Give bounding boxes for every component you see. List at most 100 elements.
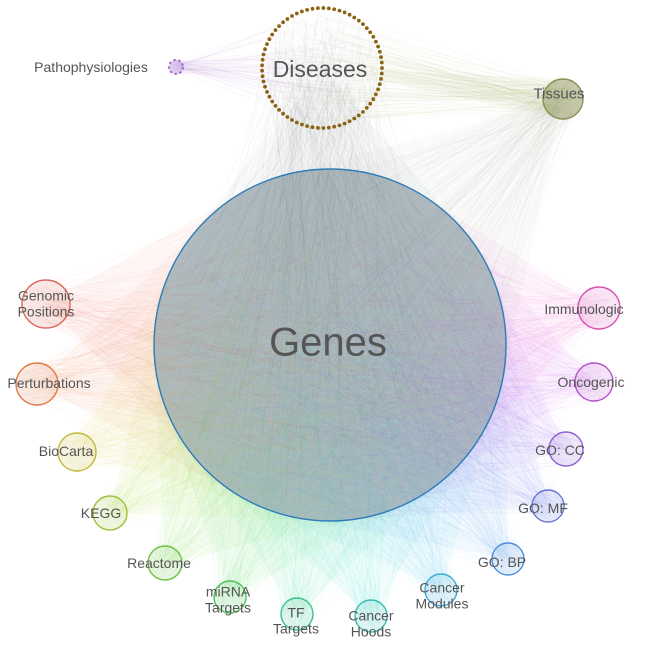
edge-wedge-go-mf-genes — [154, 169, 548, 522]
edge-lines-reactome-genes — [148, 185, 500, 580]
diseases-ring-dot — [371, 34, 376, 39]
diseases-ring-dot — [316, 126, 320, 130]
diseases-ring-dot — [316, 6, 320, 10]
edge-wedge-mirna-targets-genes — [153, 169, 506, 598]
edge-lines-biocarta-genes — [59, 174, 489, 510]
diseases-ring-dot — [270, 99, 275, 104]
edge-lines-mirna-targets-genes — [158, 198, 485, 612]
diseases-ring-dot — [310, 125, 315, 130]
diseases-ring-dot — [265, 42, 269, 46]
edge-lines-go-bp-genes — [164, 177, 525, 575]
node-pathophysiologies[interactable] — [168, 59, 184, 75]
node-go-cc[interactable] — [548, 431, 584, 467]
diseases-ring-dot — [267, 37, 272, 42]
diseases-ring-dot — [285, 17, 290, 21]
edge-wedge-go-cc-genes — [154, 169, 567, 522]
node-cancer-modules[interactable] — [424, 573, 458, 607]
node-go-mf[interactable] — [531, 489, 565, 523]
diseases-ring-dot — [361, 110, 365, 114]
node-biocarta[interactable] — [57, 432, 97, 472]
diseases-ring-dot — [352, 15, 357, 20]
node-kegg[interactable] — [92, 495, 128, 531]
diseases-ring-dot — [265, 90, 269, 94]
diseases-ring-dot — [261, 52, 266, 57]
edge-lines-genomic-positions-genes — [22, 186, 493, 509]
diseases-ring-dot — [270, 32, 275, 37]
diseases-ring-dot — [364, 106, 369, 110]
diseases-ring-dot — [374, 39, 378, 44]
diseases-ring-dot — [326, 125, 331, 130]
edge-wedge-kegg-genes — [110, 169, 506, 522]
edge-lines-go-cc-genes — [159, 172, 583, 518]
diseases-ring-dot — [379, 55, 383, 59]
edge-lines-oncogenic-genes — [158, 185, 612, 516]
diseases-ring-dot — [281, 111, 285, 116]
diseases-ring-dot — [332, 124, 337, 129]
edge-lines-diseases-tissues — [266, 8, 582, 124]
diseases-ring-dot — [337, 123, 342, 128]
edge-wedge-perturbations-genes — [37, 169, 507, 522]
diseases-ring-dot — [364, 26, 369, 30]
diseases-ring-dot — [342, 10, 347, 15]
diseases-ring-dot — [321, 6, 326, 10]
diseases-ring-dot — [267, 94, 272, 99]
edge-lines-immunologic-genes — [160, 181, 618, 502]
node-perturbations[interactable] — [15, 362, 59, 406]
edge-lines-diseases-pathophysiologies — [169, 10, 382, 126]
node-diseases[interactable] — [260, 6, 384, 130]
node-immunologic[interactable] — [577, 286, 621, 330]
edge-wedge-reactome-genes — [153, 168, 506, 563]
diseases-ring-dot — [371, 97, 376, 102]
diseases-ring-dot — [347, 12, 352, 17]
diseases-ring-dot — [377, 49, 382, 54]
edge-wedge-genomic-positions-genes — [46, 169, 506, 522]
diseases-ring-dot — [380, 66, 384, 70]
edge-wedge-diseases-pathophysiologies — [169, 59, 322, 74]
diseases-ring-dot — [368, 101, 373, 106]
diseases-ring-dot — [356, 113, 361, 118]
diseases-ring-dot — [277, 24, 281, 28]
diseases-ring-dot — [263, 47, 267, 52]
node-cancer-hoods[interactable] — [354, 599, 388, 633]
diseases-ring-dot — [273, 104, 278, 108]
diseases-ring-dot — [321, 126, 326, 130]
diseases-ring-dot — [379, 71, 384, 76]
diseases-ring-dot — [342, 121, 347, 126]
diseases-ring-dot — [379, 60, 384, 65]
node-mirna-targets[interactable] — [213, 580, 247, 614]
diseases-ring-dot — [305, 7, 309, 12]
diseases-ring-dot — [368, 30, 373, 35]
diseases-ring-dot — [290, 118, 294, 122]
node-tf-targets[interactable] — [280, 597, 314, 631]
edge-lines-diseases-genes — [159, 9, 498, 516]
edge-wedge-cancer-modules-genes — [154, 168, 507, 590]
diseases-ring-dot — [294, 120, 299, 125]
diseases-ring-dot — [356, 18, 361, 23]
diseases-ring-dot — [361, 22, 365, 26]
diseases-ring-dot — [347, 119, 352, 124]
diseases-ring-dot — [277, 108, 281, 112]
edge-lines-cancer-modules-genes — [159, 177, 486, 606]
edge-lines-perturbations-genes — [17, 192, 494, 490]
diseases-ring-dot — [300, 9, 304, 14]
node-genes[interactable] — [153, 168, 507, 522]
diseases-ring-dot — [263, 84, 267, 89]
diseases-ring-dot — [285, 115, 290, 119]
diseases-ring-dot — [337, 8, 342, 13]
node-tissues[interactable] — [542, 78, 584, 120]
node-go-bp[interactable] — [491, 542, 525, 576]
edge-wedge-biocarta-genes — [77, 169, 507, 522]
diseases-ring-dot — [379, 77, 383, 81]
node-reactome[interactable] — [147, 545, 183, 581]
node-oncogenic[interactable] — [574, 362, 614, 402]
edge-wedge-cancer-hoods-genes — [154, 168, 507, 617]
edge-lines-tissues-genes — [165, 79, 583, 518]
edge-wedge-oncogenic-genes — [153, 168, 594, 521]
diseases-ring-dot — [377, 82, 382, 87]
diseases-ring-dot — [376, 44, 380, 49]
diseases-ring-dot — [300, 122, 304, 127]
node-genomic-positions[interactable] — [21, 279, 71, 329]
edge-lines-go-mf-genes — [180, 200, 564, 522]
